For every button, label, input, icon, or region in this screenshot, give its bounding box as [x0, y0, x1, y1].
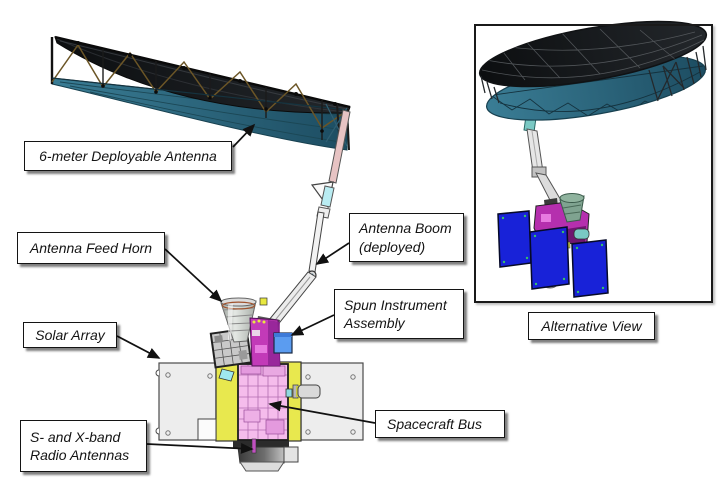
alt-view-dish — [478, 20, 708, 121]
arrow-spun-instrument — [290, 314, 335, 336]
arrow-radio-antennas — [146, 443, 254, 454]
spacecraft-bus-graphic — [197, 361, 321, 442]
antenna-boom-graphic — [259, 109, 351, 333]
label-spun-instrument: Spun Instrument Assembly — [334, 289, 464, 339]
spun-instrument-graphic — [249, 316, 293, 367]
label-feed-horn: Antenna Feed Horn — [17, 232, 165, 264]
feed-horn-graphic — [209, 297, 257, 369]
label-deployable-antenna: 6-meter Deployable Antenna — [24, 141, 232, 171]
arrow-solar-array — [116, 335, 161, 359]
radio-antenna-graphic — [233, 438, 299, 472]
deployable-antenna-graphic — [50, 35, 351, 151]
arrow-spacecraft-bus — [268, 400, 376, 424]
callout-arrows — [116, 123, 376, 454]
label-solar-array: Solar Array — [23, 322, 117, 348]
arrow-feed-horn — [164, 248, 223, 303]
label-radio-antennas: S- and X-band Radio Antennas — [20, 420, 147, 472]
label-antenna-boom: Antenna Boom (deployed) — [349, 213, 464, 262]
label-spacecraft-bus: Spacecraft Bus — [375, 410, 505, 438]
alternative-view-frame — [474, 24, 713, 303]
solar-array-right — [300, 362, 364, 441]
alt-view-solar-panels — [497, 210, 609, 298]
arrow-antenna-boom — [315, 242, 350, 265]
label-alternative-view: Alternative View — [528, 312, 655, 340]
arrow-deployable-antenna — [232, 123, 256, 148]
